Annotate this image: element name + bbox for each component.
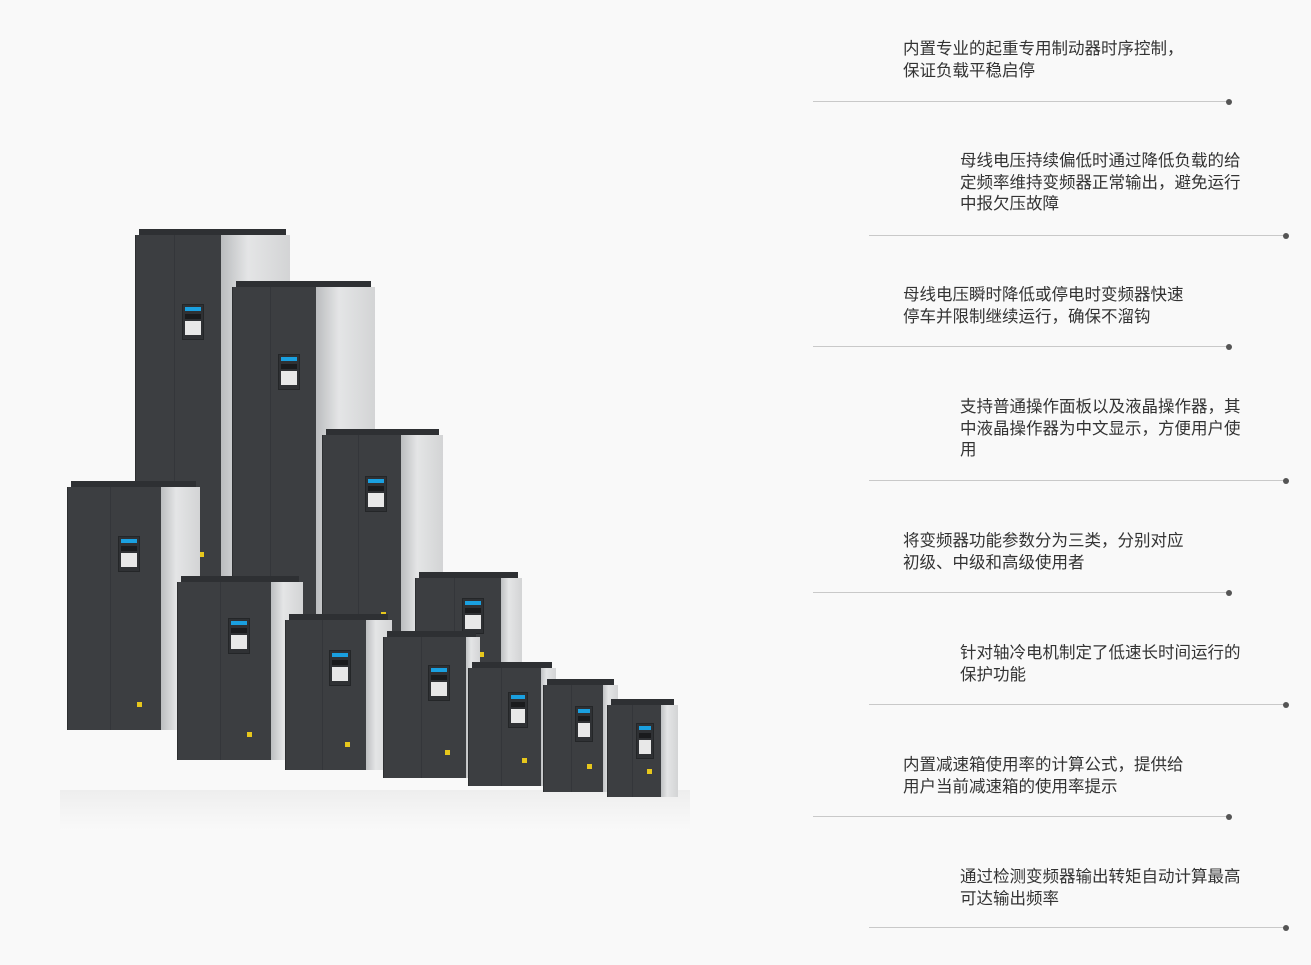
divider-dot-icon — [1283, 232, 1289, 239]
keypad-panel — [428, 665, 451, 702]
floor-reflection — [60, 790, 690, 830]
inverter-unit — [543, 679, 618, 792]
keypad-panel — [228, 617, 251, 654]
feature-divider — [869, 235, 1286, 236]
feature-text: 通过检测变频器输出转矩自动计算最高 可达输出频率 — [960, 867, 1241, 908]
feature-text: 内置减速箱使用率的计算公式，提供给 用户当前减速箱的使用率提示 — [903, 755, 1184, 796]
inverter-unit — [383, 631, 480, 778]
keypad-panel — [364, 476, 387, 512]
feature-divider — [813, 592, 1229, 593]
warning-label-icon — [646, 769, 652, 774]
keypad-panel — [575, 706, 594, 743]
feature-divider — [869, 704, 1286, 705]
keypad-panel — [329, 650, 351, 686]
divider-dot-icon — [1283, 701, 1289, 708]
divider-dot-icon — [1226, 343, 1232, 350]
inverter-unit — [468, 662, 556, 786]
warning-label-icon — [345, 742, 350, 747]
feature-text: 针对轴冷电机制定了低速长时间运行的 保护功能 — [960, 643, 1241, 684]
warning-label-icon — [136, 702, 142, 707]
warning-label-icon — [246, 732, 252, 737]
keypad-panel — [181, 304, 204, 340]
feature-text: 将变频器功能参数分为三类，分别对应 初级、中级和高级使用者 — [903, 531, 1184, 572]
divider-dot-icon — [1226, 589, 1232, 596]
keypad-panel — [507, 691, 528, 728]
inverter-unit — [607, 699, 678, 797]
divider-dot-icon — [1226, 813, 1232, 820]
product-image-inverter-series — [60, 229, 690, 830]
warning-label-icon — [478, 652, 484, 657]
warning-label-icon — [444, 750, 450, 755]
keypad-panel — [636, 723, 655, 760]
divider-dot-icon — [1283, 477, 1289, 484]
feature-divider — [813, 101, 1229, 102]
warning-label-icon — [587, 764, 593, 769]
keypad-panel — [461, 598, 484, 635]
feature-divider — [869, 480, 1286, 481]
feature-text: 母线电压持续偏低时通过降低负载的给 定频率维持变频器正常输出，避免运行 中报欠压… — [960, 151, 1241, 213]
warning-label-icon — [198, 552, 204, 557]
feature-text: 母线电压瞬时降低或停电时变频器快速 停车并限制继续运行，确保不溜钩 — [903, 285, 1184, 326]
keypad-panel — [118, 535, 141, 572]
warning-label-icon — [522, 758, 527, 763]
feature-text: 支持普通操作面板以及液晶操作器，其 中液晶操作器为中文显示，方便用户使 用 — [960, 397, 1241, 459]
feature-text: 内置专业的起重专用制动器时序控制， 保证负载平稳启停 — [903, 39, 1184, 80]
divider-dot-icon — [1226, 98, 1232, 105]
inverter-unit — [285, 614, 392, 770]
inverter-unit — [322, 429, 443, 640]
feature-divider — [813, 816, 1229, 817]
keypad-panel — [277, 353, 300, 390]
divider-dot-icon — [1283, 924, 1289, 931]
feature-divider — [869, 927, 1286, 928]
feature-divider — [813, 346, 1229, 347]
